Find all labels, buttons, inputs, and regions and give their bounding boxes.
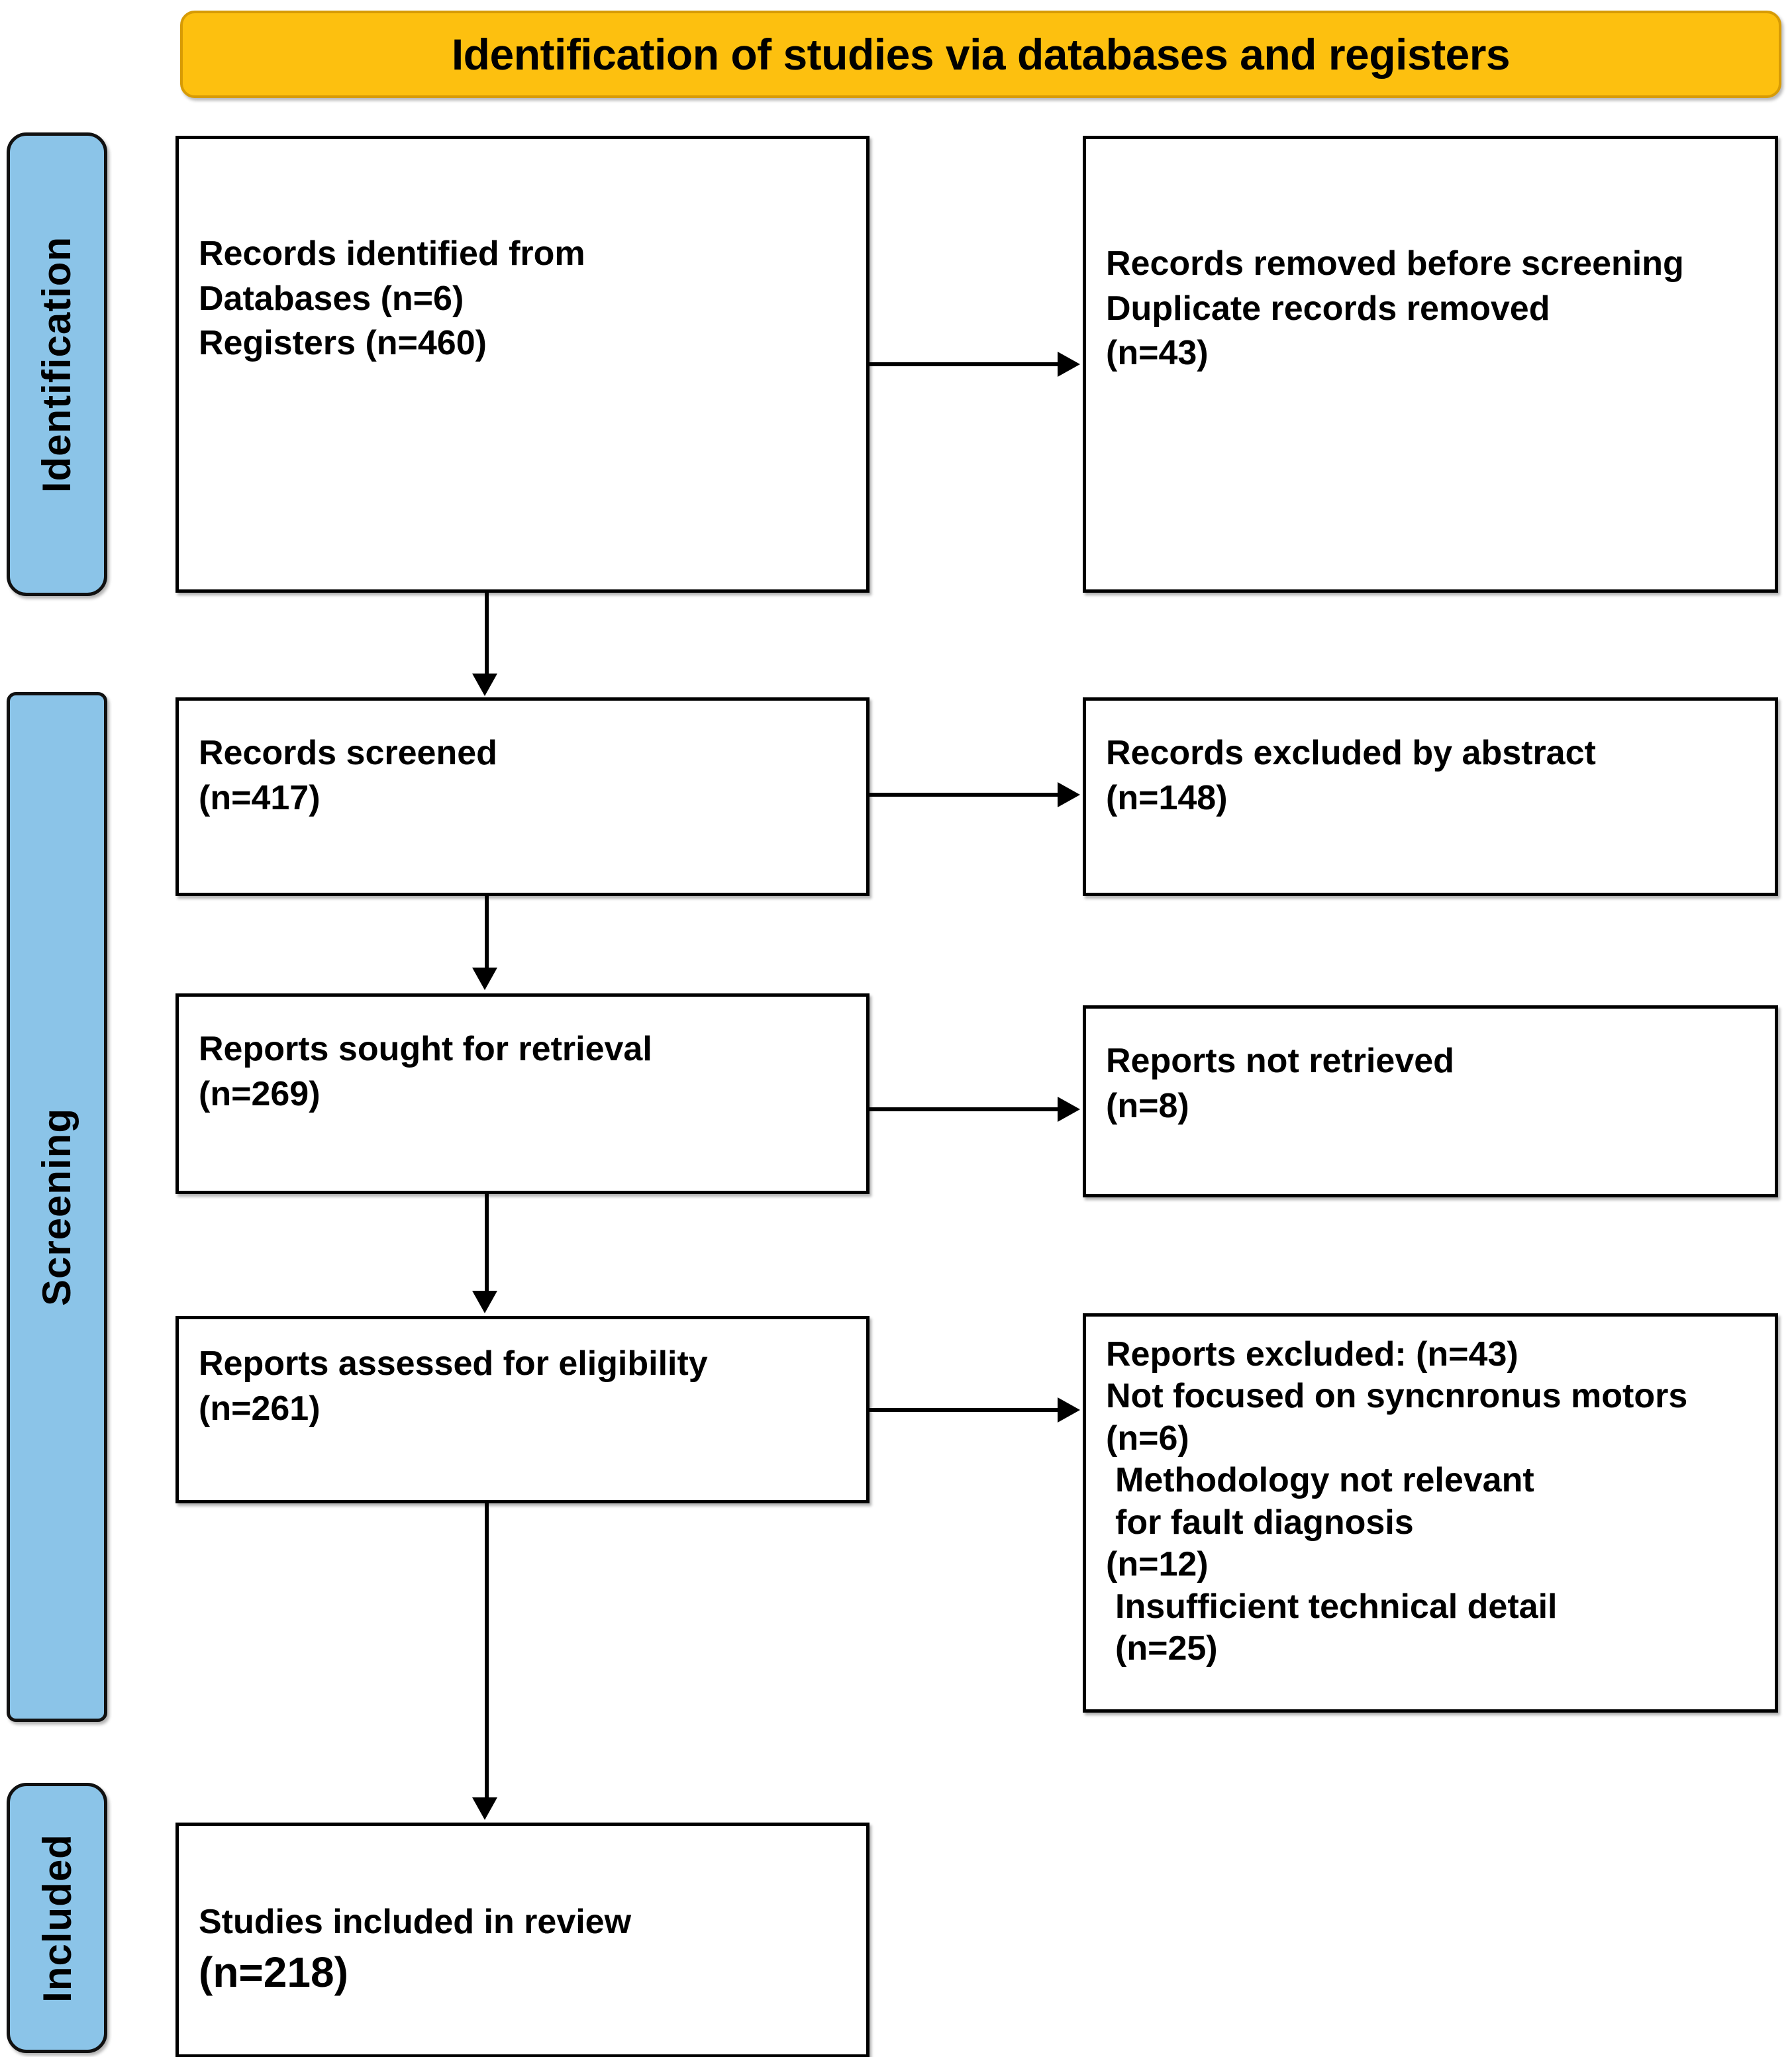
box-reports-excluded-line-5: for fault diagnosis — [1115, 1503, 1414, 1542]
box-reports-excluded-line-1: Reports excluded: (n=43) — [1106, 1335, 1518, 1374]
stage-tab-identification-label: Identification — [34, 236, 79, 493]
arrow-right-icon-identified-to-removed — [1058, 352, 1080, 377]
box-records-removed-line-2: Duplicate records removed — [1106, 289, 1550, 328]
box-reports-assessed: Reports assessed for eligibility (n=261) — [175, 1316, 870, 1503]
stage-tab-screening-label: Screening — [34, 1107, 79, 1307]
connector-identified-to-removed — [870, 362, 1060, 366]
arrow-down-icon-sought-to-assessed — [472, 1291, 497, 1313]
box-reports-not-retrieved-line-2: (n=8) — [1106, 1086, 1189, 1125]
box-reports-excluded-line-8: (n=25) — [1115, 1629, 1218, 1668]
box-reports-not-retrieved-line-1: Reports not retrieved — [1106, 1042, 1454, 1080]
arrow-right-icon-screened-to-excluded-abstract — [1058, 782, 1080, 807]
box-reports-excluded: Reports excluded: (n=43) Not focused on … — [1083, 1313, 1778, 1713]
box-reports-excluded-line-3: (n=6) — [1106, 1419, 1189, 1458]
box-reports-assessed-line-1: Reports assessed for eligibility — [199, 1344, 708, 1383]
box-reports-sought: Reports sought for retrieval (n=269) — [175, 993, 870, 1194]
box-reports-excluded-line-2: Not focused on syncnronus motors — [1106, 1377, 1688, 1416]
connector-sought-to-assessed — [485, 1194, 489, 1293]
box-records-excluded-abstract-line-2: (n=148) — [1106, 778, 1228, 817]
arrow-right-icon-sought-to-not-retrieved — [1058, 1097, 1080, 1122]
connector-assessed-to-included — [485, 1503, 489, 1800]
box-records-removed-line-1: Records removed before screening — [1106, 244, 1684, 283]
box-studies-included-line-2: (n=218) — [199, 1948, 348, 1996]
box-records-removed: Records removed before screening Duplica… — [1083, 136, 1778, 593]
arrow-down-icon-assessed-to-included — [472, 1797, 497, 1820]
box-reports-not-retrieved: Reports not retrieved (n=8) — [1083, 1005, 1778, 1197]
box-reports-excluded-line-4: Methodology not relevant — [1115, 1461, 1534, 1500]
box-studies-included: Studies included in review (n=218) — [175, 1823, 870, 2057]
connector-identified-to-screened — [485, 591, 489, 677]
connector-sought-to-not-retrieved — [870, 1107, 1060, 1111]
box-reports-excluded-line-7: Insufficient technical detail — [1115, 1587, 1558, 1626]
arrow-right-icon-assessed-to-excluded — [1058, 1397, 1080, 1423]
diagram-title: Identification of studies via databases … — [451, 30, 1511, 79]
box-studies-included-line-1: Studies included in review — [199, 1903, 632, 1941]
box-records-identified-line-1: Records identified from — [199, 234, 585, 273]
box-reports-assessed-line-2: (n=261) — [199, 1389, 321, 1428]
box-records-screened-line-2: (n=417) — [199, 778, 321, 817]
box-reports-excluded-line-6: (n=12) — [1106, 1545, 1209, 1584]
stage-tab-included: Included — [7, 1783, 107, 2053]
box-records-removed-line-3: (n=43) — [1106, 334, 1209, 373]
arrow-down-icon-identified-to-screened — [472, 674, 497, 696]
connector-screened-to-excluded-abstract — [870, 793, 1060, 797]
connector-screened-to-sought — [485, 896, 489, 970]
box-records-identified-line-2: Databases (n=6) — [199, 279, 464, 318]
box-records-screened-line-1: Records screened — [199, 734, 497, 772]
connector-assessed-to-excluded — [870, 1408, 1060, 1412]
box-records-screened: Records screened (n=417) — [175, 697, 870, 896]
box-records-identified: Records identified from Databases (n=6) … — [175, 136, 870, 593]
box-reports-sought-line-2: (n=269) — [199, 1074, 321, 1113]
box-reports-sought-line-1: Reports sought for retrieval — [199, 1030, 652, 1068]
box-records-excluded-abstract-line-1: Records excluded by abstract — [1106, 734, 1596, 772]
box-records-excluded-abstract: Records excluded by abstract (n=148) — [1083, 697, 1778, 896]
arrow-down-icon-screened-to-sought — [472, 968, 497, 990]
diagram-title-banner: Identification of studies via databases … — [180, 11, 1781, 98]
box-records-identified-line-3: Registers (n=460) — [199, 324, 487, 363]
stage-tab-identification: Identification — [7, 132, 107, 596]
stage-tab-included-label: Included — [34, 1833, 79, 2003]
stage-tab-screening: Screening — [7, 692, 107, 1722]
